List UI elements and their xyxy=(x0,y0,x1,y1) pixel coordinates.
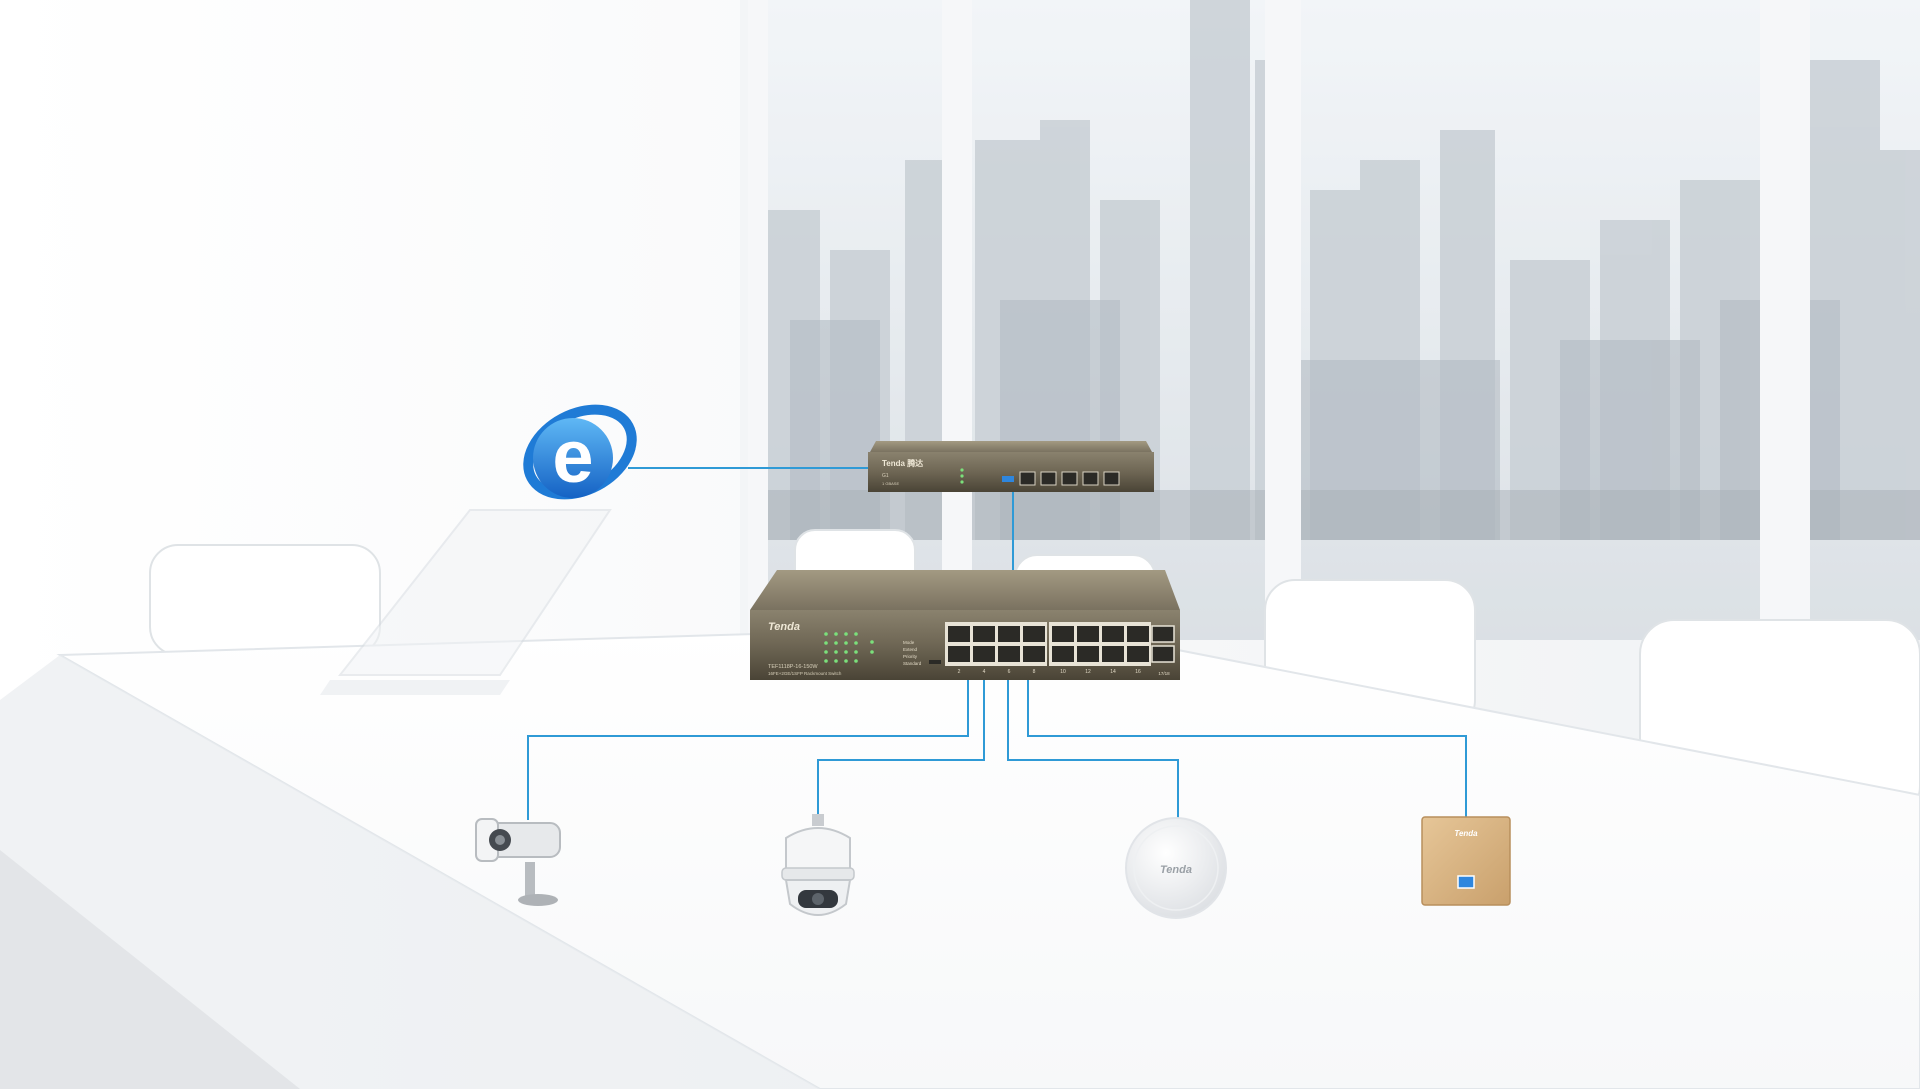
sfp-label: 17/18 xyxy=(1158,671,1170,676)
svg-text:2: 2 xyxy=(958,669,961,675)
switch-to-bullet-camera-link xyxy=(527,655,969,820)
switch-ports xyxy=(945,622,1175,666)
connection-lines xyxy=(527,467,1467,822)
conference-table xyxy=(0,623,1920,1089)
router-sub-model: 1 GBASE xyxy=(882,481,899,486)
svg-text:Priority: Priority xyxy=(903,654,918,659)
poe-switch-device: Tenda TEF1118P-16-150W 16FE+2GE/1SFP Rac… xyxy=(750,570,1180,680)
internet-icon: e xyxy=(523,404,637,500)
switch-panel-labels: Mode Extend Priority Standard xyxy=(903,640,922,666)
svg-text:16: 16 xyxy=(1135,669,1141,675)
svg-text:14: 14 xyxy=(1110,669,1116,675)
wall-ap-logo: Tenda xyxy=(1454,829,1478,838)
ptz-dome-camera-icon xyxy=(781,814,855,916)
svg-text:12: 12 xyxy=(1085,669,1091,675)
switch-to-wall-ap-link xyxy=(1027,655,1467,818)
svg-text:8: 8 xyxy=(1033,669,1036,675)
bullet-camera-icon xyxy=(475,818,561,906)
wall-plate-ap-icon: Tenda xyxy=(1421,816,1511,906)
svg-text:4: 4 xyxy=(983,669,986,675)
switch-sub-model: 16FE+2GE/1SFP Rackmount Switch xyxy=(768,671,842,676)
window-city-view xyxy=(740,0,1920,640)
svg-text:6: 6 xyxy=(1008,669,1011,675)
usb-port xyxy=(1002,476,1014,482)
svg-text:Mode: Mode xyxy=(903,640,915,645)
svg-text:e: e xyxy=(552,415,593,498)
switch-port-numbers: 2 4 6 8 10 12 14 16 xyxy=(958,669,1141,675)
switch-logo: Tenda xyxy=(768,621,800,633)
router-model: G1 xyxy=(882,473,889,479)
ceiling-ap-logo: Tenda xyxy=(1160,864,1192,876)
chairs xyxy=(149,529,1920,821)
mode-switch xyxy=(929,660,941,664)
svg-text:10: 10 xyxy=(1060,669,1066,675)
switch-to-dome-camera-link xyxy=(817,655,985,814)
router-device: Tenda 腾达 G1 1 GBASE xyxy=(868,441,1154,492)
router-status-leds xyxy=(960,468,964,484)
ceiling-ap-icon: Tenda xyxy=(1125,817,1227,919)
svg-text:Standard: Standard xyxy=(903,661,922,666)
switch-model: TEF1118P-16-150W xyxy=(768,664,818,670)
switch-to-ceiling-ap-link xyxy=(1007,655,1179,822)
router-logo: Tenda 腾达 xyxy=(882,458,923,468)
laptop xyxy=(320,509,612,695)
svg-text:Extend: Extend xyxy=(903,647,918,652)
router-ports xyxy=(1019,471,1120,486)
switch-led-grid xyxy=(824,632,874,663)
